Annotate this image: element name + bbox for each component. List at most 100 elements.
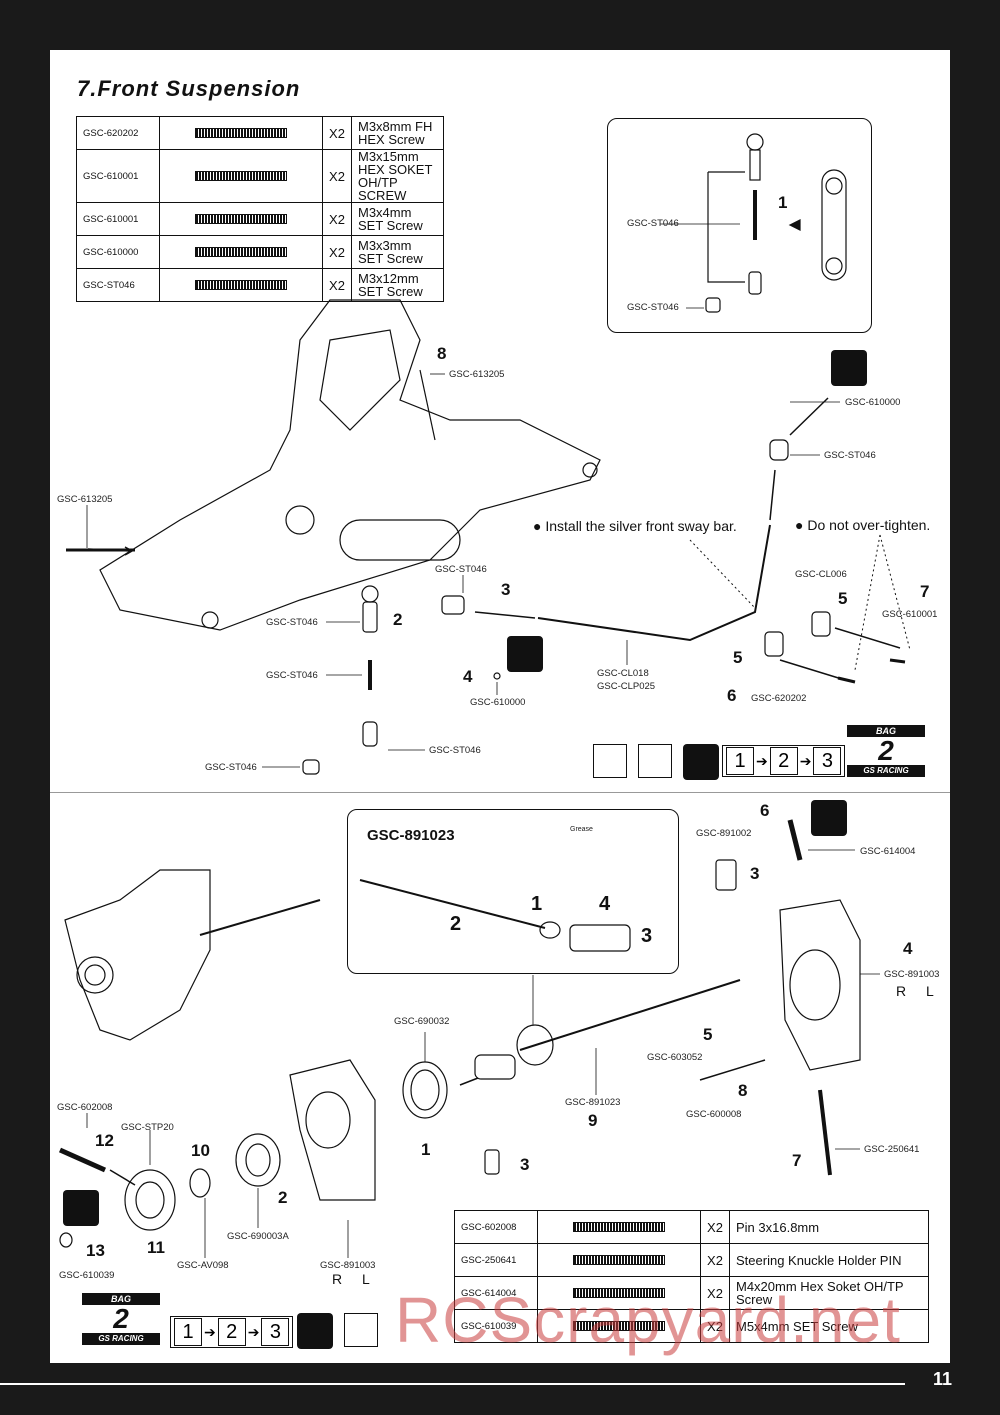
page-number: 11: [932, 1369, 952, 1389]
step-number: 2: [278, 1188, 288, 1207]
step-box: 3: [261, 1318, 290, 1346]
step-number: 1: [421, 1140, 431, 1159]
brand-label: GS RACING: [847, 765, 925, 777]
note-sway-bar: ● Install the silver front sway bar.: [533, 518, 737, 534]
label-gsc-603052: GSC-603052: [647, 1052, 703, 1063]
bag-label: BAG: [847, 725, 925, 737]
step-number: 1: [778, 193, 788, 212]
front-suspension-assembly-drawing: [66, 299, 601, 631]
bag-number: 2: [878, 735, 894, 766]
thread-lock-icon: [831, 350, 867, 386]
part-description: M3x15mm HEX SOKET OH/TP SCREW: [351, 149, 444, 203]
label-gsc-250641: GSC-250641: [864, 1144, 920, 1155]
right-left-label: R L: [896, 983, 942, 999]
label-gsc-av098: GSC-AV098: [177, 1260, 229, 1271]
label-gsc-620202: GSC-620202: [751, 693, 807, 704]
label-gsc-clp025: GSC-CLP025: [597, 681, 656, 692]
step-number: 3: [750, 864, 760, 883]
bag-number: 2: [113, 1303, 129, 1334]
label-gsc-891003: GSC-891003: [320, 1260, 376, 1271]
part-description: M3x12mm SET Screw: [351, 268, 444, 302]
step-sequence: 1➔2➔3: [722, 745, 846, 777]
part-code: GSC-620202: [76, 116, 160, 150]
left-right-icon: [344, 1313, 378, 1347]
part-description: M5x4mm SET Screw: [729, 1309, 929, 1343]
step-number: 11: [147, 1238, 165, 1257]
step-number: 13: [86, 1241, 105, 1260]
set-screw-long-icon: [159, 268, 323, 302]
part-code: GSC-250641: [454, 1243, 538, 1277]
long-screw-icon: [537, 1276, 701, 1310]
thread-lock-icon: [683, 744, 719, 780]
turnbuckle-drawing: [705, 133, 847, 313]
turnbuckle-inset: [607, 118, 872, 333]
label-gsc-st046: GSC-ST046: [205, 762, 257, 773]
set-screw-icon: [159, 202, 323, 236]
label-gsc-613205: GSC-613205: [449, 369, 505, 380]
label-gsc-stp20: GSC-STP20: [121, 1122, 174, 1133]
drive-shaft-drawing: [359, 819, 832, 1176]
step-number: 3: [641, 925, 653, 947]
step-number: 3: [520, 1155, 530, 1174]
step-number: 3: [501, 580, 511, 599]
part-description: M3x4mm SET Screw: [351, 202, 444, 236]
label-gsc-cl006: GSC-CL006: [795, 569, 847, 580]
thread-lock-icon: [63, 1190, 99, 1226]
brand-label: GS RACING: [82, 1333, 160, 1345]
step-sequence: 1➔2➔3: [170, 1316, 294, 1348]
step-number: 6: [727, 686, 737, 705]
label-gsc-614004: GSC-614004: [860, 846, 916, 857]
left-right-icon: [593, 744, 627, 778]
long-screw-icon: [159, 149, 323, 203]
grease-label: Grease: [570, 826, 593, 833]
label-gsc-610001: GSC-610001: [882, 609, 938, 620]
step-box: 1: [726, 747, 754, 775]
step-box: 2: [217, 1318, 246, 1346]
step-box: 3: [813, 747, 842, 775]
right-left-label: R L: [332, 1271, 378, 1287]
steering-knuckle-drawing: [64, 869, 861, 1201]
part-code: GSC-610001: [76, 202, 160, 236]
label-gsc-610000: GSC-610000: [845, 397, 901, 408]
part-description: M3x3mm SET Screw: [351, 235, 444, 269]
label-gsc-610039: GSC-610039: [59, 1270, 115, 1281]
label-gsc-st046: GSC-ST046: [824, 450, 876, 461]
section-title: 7.Front Suspension: [77, 76, 301, 101]
caution-icon: [638, 744, 672, 778]
label-gsc-600008: GSC-600008: [686, 1109, 742, 1120]
label-gsc-891003: GSC-891003: [884, 969, 940, 980]
part-code: GSC-610039: [454, 1309, 538, 1343]
part-description: M3x8mm FH HEX Screw: [351, 116, 444, 150]
step-number: 10: [191, 1141, 210, 1160]
part-qty: X2: [322, 268, 352, 302]
part-qty: X2: [322, 202, 352, 236]
label-gsc-st046: GSC-ST046: [435, 564, 487, 575]
step-number: 7: [792, 1151, 802, 1170]
label-gsc-690003a: GSC-690003A: [227, 1231, 289, 1242]
driveshaft-inset: [347, 809, 679, 974]
label-gsc-891002: GSC-891002: [696, 828, 752, 839]
sway-bar-drawing: [537, 524, 771, 642]
part-code: GSC-610001: [76, 149, 160, 203]
footer-rule: [0, 1383, 905, 1385]
step-number: 8: [437, 344, 447, 363]
bag-label: BAG: [82, 1293, 160, 1305]
label-gsc-st046: GSC-ST046: [266, 670, 318, 681]
label-gsc-610000: GSC-610000: [470, 697, 526, 708]
label-gsc-st046: GSC-ST046: [266, 617, 318, 628]
step-number: 5: [703, 1025, 713, 1044]
bearings-hub-drawing: [58, 1061, 500, 1248]
label-gsc-st046: GSC-ST046: [429, 745, 481, 756]
label-gsc-602008: GSC-602008: [57, 1102, 113, 1113]
step-number: 9: [588, 1111, 598, 1130]
